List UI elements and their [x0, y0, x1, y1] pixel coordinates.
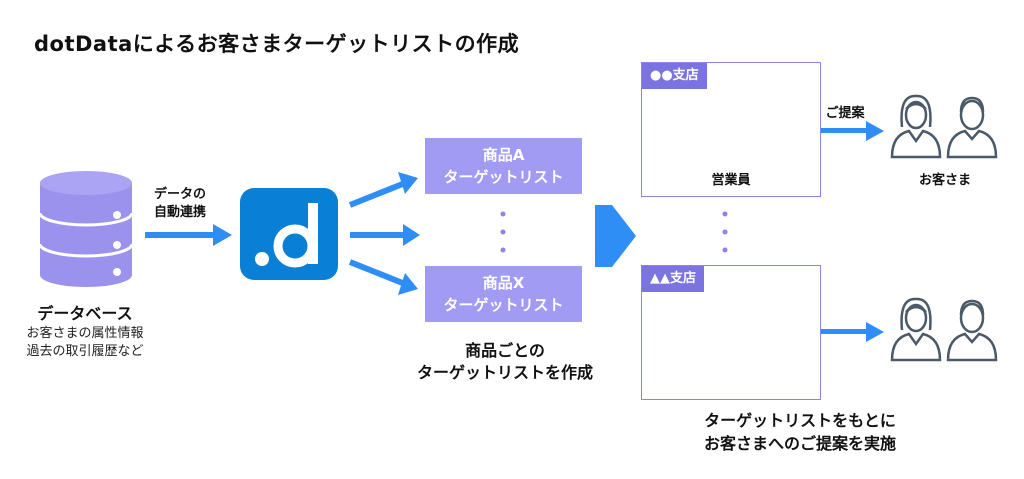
big-arrow: [595, 205, 636, 267]
product-x-box: 商品X ターゲットリスト: [425, 266, 582, 322]
staff-label: 営業員: [711, 173, 751, 188]
product-x-name: 商品X: [482, 274, 525, 292]
arrow-logo-to-middle: [350, 224, 420, 246]
vertical-dots-products: [500, 211, 506, 253]
arrow-branch2-to-customers: [805, 322, 884, 342]
auto-link-label-1: データの: [153, 187, 206, 202]
branch1-box: ●●支店: [641, 62, 821, 197]
database-label: データベース: [37, 304, 133, 323]
proposal-label: ご提案: [825, 106, 865, 121]
dotdata-logo-icon: [240, 188, 338, 280]
arrow-db-to-logo: [145, 224, 232, 246]
page-title: dotDataによるお客さまターゲットリストの作成: [34, 32, 520, 56]
arrow-logo-to-product-a: [348, 172, 418, 208]
product-a-list: ターゲットリスト: [443, 168, 564, 186]
customer-icons-2: [890, 297, 998, 362]
footer-line-2: お客さまへのご提案を実施: [703, 434, 896, 453]
product-a-box: 商品A ターゲットリスト: [425, 138, 582, 194]
branch2-tag: ▲▲支店: [642, 266, 704, 292]
arrow-branch1-to-customers: [805, 121, 884, 141]
customers-label: お客さま: [918, 173, 971, 188]
database-detail-2: 過去の取引履歴など: [26, 344, 144, 359]
customer-icons-1: [890, 94, 998, 159]
auto-link-label-2: 自動連携: [153, 205, 206, 220]
footer-line-1: ターゲットリストをもとに: [704, 411, 896, 430]
vertical-dots-branches: [722, 211, 728, 253]
database-detail-1: お客さまの属性情報: [26, 326, 144, 341]
branch1-tag: ●●支店: [642, 63, 707, 89]
database-icon: [38, 171, 134, 287]
products-caption-2: ターゲットリストを作成: [416, 363, 593, 382]
product-x-list: ターゲットリスト: [443, 296, 564, 314]
arrow-logo-to-product-x: [348, 259, 418, 295]
product-a-name: 商品A: [482, 146, 525, 164]
branch2-box: ▲▲支店: [641, 265, 821, 400]
products-caption-1: 商品ごとの: [465, 341, 545, 360]
